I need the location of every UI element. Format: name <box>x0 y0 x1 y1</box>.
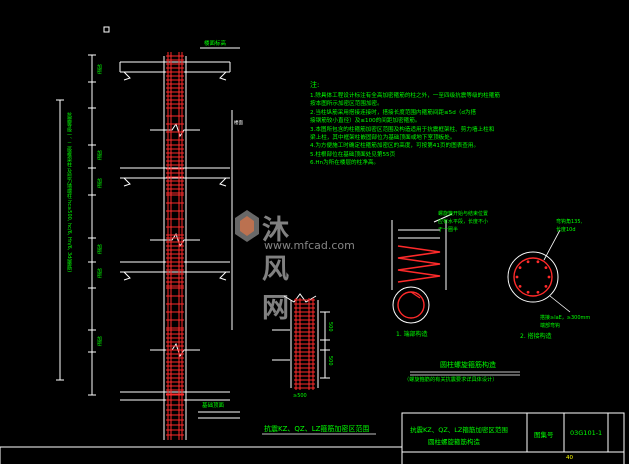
dim-v-bottom: 500 <box>327 356 333 366</box>
watermark-url: www.mfcad.com <box>264 239 355 252</box>
watermark-logo-icon <box>235 210 259 242</box>
note-line: 4.为方便施工时确定柱箍筋加密区的高度，可按第41页的图表查用。 <box>310 143 480 150</box>
dim-tag-3: 加密 <box>96 178 102 188</box>
spiral-label-b: 2. 搭接构造 <box>520 333 552 340</box>
note-line: 5.柱根部位在基础顶面处见第55页 <box>310 151 396 158</box>
atlas-number: 03G101-1 <box>570 429 603 437</box>
rebar-dot <box>515 275 519 279</box>
spiral-subtitle: （螺旋箍筋的有关抗震要求详具体设计） <box>404 377 498 383</box>
spiral-note-bottom-1: 搭接≥laE，≥300mm <box>540 315 591 321</box>
watermark-text: 沐风网 <box>262 215 291 324</box>
spiral-note-right-1: 弯钩角135, <box>556 219 583 225</box>
dim-tag-1: 加密 <box>96 64 102 74</box>
spiral-section-b <box>507 229 571 313</box>
page-number: 40 <box>566 455 573 461</box>
dim-tag-2: 加密 <box>96 150 102 160</box>
spiral-title: 圆柱螺旋箍筋构造 <box>440 361 496 369</box>
note-line: 3.本图所包含的柱箍筋加密区范围及构造适用于抗震框架柱、剪力墙上柱和 <box>310 126 495 133</box>
rebar-dot <box>544 285 548 288</box>
notes-title: 注: <box>310 81 320 89</box>
spiral-note-right-2: 长度10d <box>556 227 576 233</box>
note-line: 2.当柱纵筋采用搭接连接时，搭接长度范围内箍筋间距≤5d（d为搭 <box>310 109 477 116</box>
spiral-callout-3: 于一圈半 <box>438 227 459 233</box>
rebar-dot <box>536 260 540 264</box>
spiral-elevation <box>391 213 453 290</box>
dim-h-bottom: ≥500 <box>293 393 307 399</box>
note-line: 1.除具体工程设计标注有全高加密箍筋的柱之外，一至四级抗震等级的柱箍筋 <box>310 93 500 99</box>
note-line: 梁上柱，其中框架柱嵌固部位为基础顶面或地下室顶板处。 <box>310 135 456 142</box>
dim-tag-6: 加密 <box>96 336 102 346</box>
rebar-dot <box>544 266 548 269</box>
spiral-note-bottom-2: 端部弯钩 <box>540 323 561 329</box>
spiral-callout-2: 应有水平段，长度不小 <box>438 219 489 225</box>
top-callout: 楼面标高 <box>204 41 227 47</box>
spiral-callout-1: 螺旋箍开始与结束位置 <box>438 211 489 217</box>
spiral-label-a: 1. 端部构造 <box>396 331 428 338</box>
spiral-section-a <box>392 286 430 324</box>
drawing-name-2: 圆柱螺旋箍筋构造 <box>428 438 480 446</box>
drawing-name-1: 抗震KZ、QZ、LZ箍筋加密区范围 <box>410 426 508 434</box>
floor-tag: 楼面 <box>234 121 243 126</box>
corner-marker <box>103 26 110 33</box>
column-elevation <box>56 47 240 440</box>
note-line: 6.Hn为所在楼层的柱净高。 <box>310 160 380 167</box>
rebar-dot <box>518 285 522 288</box>
lap-detail <box>272 293 330 390</box>
rebar-dot <box>547 275 551 279</box>
dim-tag-4: 加密 <box>96 244 102 254</box>
note-line: 按本图所示加密区范围加密。 <box>310 101 383 108</box>
left-vertical-label: 抗震等级一、二级框架柱 及剪力墙端柱 hc≥500, hc/6, Hn/6, 3… <box>66 112 72 273</box>
spiral-title-underline <box>410 371 520 376</box>
rebar-dot <box>518 266 522 269</box>
rebar-dot <box>536 290 540 294</box>
title-block <box>0 412 625 464</box>
rebar-dot <box>526 290 530 294</box>
atlas-label: 图集号 <box>534 431 554 439</box>
dim-tag-5: 加密 <box>96 268 102 278</box>
dim-v-top: 500 <box>327 322 333 332</box>
bottom-callout: 基础顶面 <box>202 403 225 409</box>
middle-caption: 抗震KZ、QZ、LZ箍筋加密区范围 <box>264 425 370 433</box>
rebar-dot <box>526 260 530 264</box>
notes-list: 1.除具体工程设计标注有全高加密箍筋的柱之外，一至四级抗震等级的柱箍筋 按本图所… <box>310 92 510 168</box>
note-line: 接钢筋较小直径）及≤100的间距加密箍筋。 <box>310 118 421 125</box>
